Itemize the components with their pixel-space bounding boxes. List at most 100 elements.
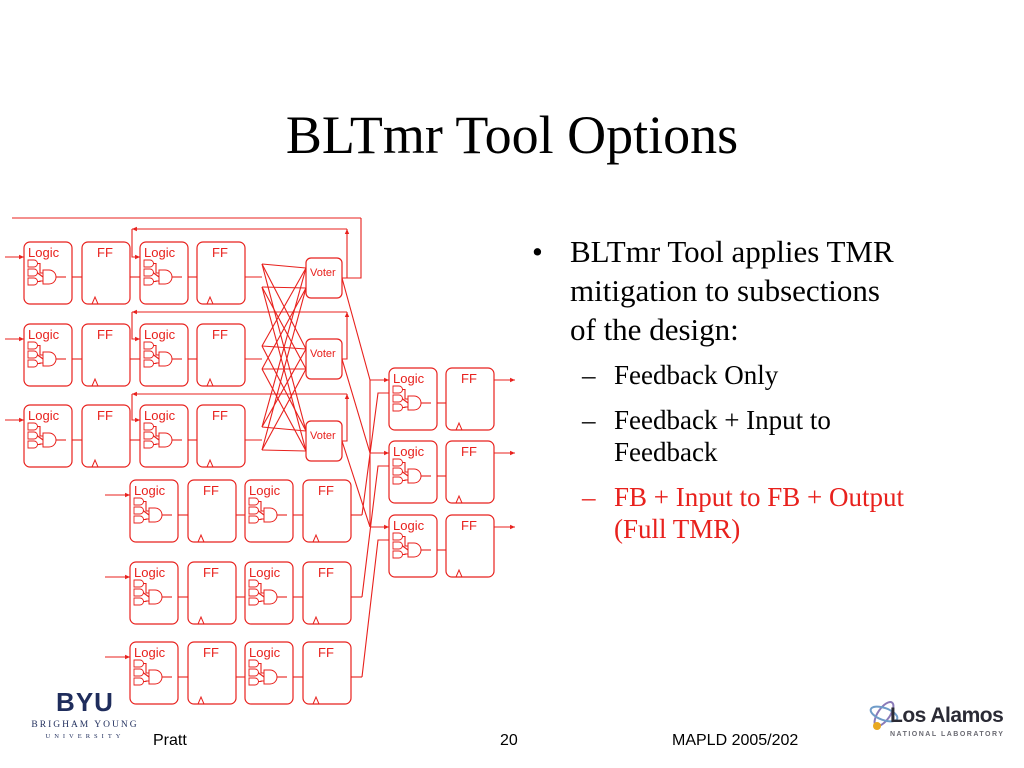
logic-gate-icon [392,458,403,467]
voter-label: Voter [310,430,336,442]
feedback-wire [131,229,140,260]
logic-gate-icon [392,532,403,541]
clock-icon [455,494,463,504]
sub-bullet-feedback-input: Feedback + Input to Feedback [570,404,910,468]
voter-input-wire [261,287,307,451]
logic-label: Logic [28,327,60,342]
voter-input-wire [261,368,307,451]
sub-bullet-text: Feedback + Input to Feedback [614,405,831,467]
gate-wire [36,435,44,441]
logic-block [388,367,438,431]
footer-author: Pratt [153,732,187,749]
gate-wire [402,406,408,409]
ff-block [445,367,495,431]
ff-block [187,561,237,625]
byu-logo-mark: BYU [56,687,114,717]
gate-wire [257,510,265,516]
gate-wire [258,518,264,521]
voter-label: Voter [310,348,336,360]
bullet-main-text: BLTmr Tool applies TMR mitigation to sub… [570,234,894,347]
sub-bullet-text: FB + Input to FB + Output (Full TMR) [614,482,904,544]
wire [361,392,389,516]
voter-input-wire [261,449,307,452]
logic-label: Logic [28,408,60,423]
gate-wire [142,592,150,598]
logic-gate-icon [143,359,154,368]
gate-wire [402,535,408,547]
gate-wire [152,354,160,360]
gate-wire [143,500,149,512]
ff-label: FF [97,408,113,423]
logic-gate-icon [248,659,259,668]
clock-icon [91,295,99,305]
gate-wire [143,518,149,521]
logic-gate-icon [27,440,38,449]
ff-label: FF [97,245,113,260]
logic-gate-icon [27,259,38,268]
gate-wire [258,500,264,512]
logic-gate-icon [133,579,144,588]
gate-wire [37,362,43,365]
logic-gate-icon [263,589,278,605]
ff-block [302,479,352,543]
logic-gate-icon [42,269,57,285]
logic-label: Logic [144,327,176,342]
logic-label: Logic [28,245,60,260]
logic-label: Logic [144,245,176,260]
logic-block [23,323,73,387]
gate-wire [143,662,149,674]
clock-icon [455,421,463,431]
logic-block [244,641,294,705]
logic-gate-icon [158,432,173,448]
logic-label: Logic [249,645,281,660]
logic-gate-icon [248,515,259,524]
los-alamos-logo: Los Alamos NATIONAL LABORATORY [862,692,1012,748]
logic-gate-icon [263,669,278,685]
voter-input-wire [261,286,307,289]
gate-wire [153,443,159,446]
logic-gate-icon [407,395,422,411]
ff-block [445,440,495,504]
los-alamos-name: Los Alamos [890,704,1004,727]
logic-block [139,323,189,387]
ff-label: FF [318,565,334,580]
voter-input-wire [261,426,307,432]
gate-wire [37,344,43,356]
gate-wire [258,582,264,594]
logic-block [23,241,73,305]
gate-wire [37,443,43,446]
logic-label: Logic [393,518,425,533]
logic-label: Logic [249,565,281,580]
clock-icon [197,615,205,625]
ff-label: FF [461,371,477,386]
voter-input-wire [261,267,307,347]
gate-wire [152,272,160,278]
gate-wire [153,362,159,365]
feedback-wire [342,312,350,360]
gate-wire [36,272,44,278]
logic-gate-icon [248,597,259,606]
byu-logo-name: BRIGHAM YOUNG [31,720,139,730]
logic-gate-icon [148,589,163,605]
logic-block [244,479,294,543]
ff-block [302,561,352,625]
logic-gate-icon [143,422,154,431]
gate-wire [37,425,43,437]
byu-logo-university: UNIVERSITY [45,733,125,740]
gate-wire [401,398,409,404]
gate-wire [143,582,149,594]
logic-gate-icon [407,468,422,484]
ff-label: FF [461,444,477,459]
gate-wire [152,435,160,441]
ff-label: FF [318,645,334,660]
gate-wire [37,262,43,274]
logic-gate-icon [27,422,38,431]
logic-block [139,241,189,305]
voter-output-wire [341,277,371,381]
ff-block [196,241,246,305]
ff-block [187,641,237,705]
gate-wire [258,600,264,603]
gate-wire [153,262,159,274]
logic-label: Logic [249,483,281,498]
logic-gate-icon [392,550,403,559]
